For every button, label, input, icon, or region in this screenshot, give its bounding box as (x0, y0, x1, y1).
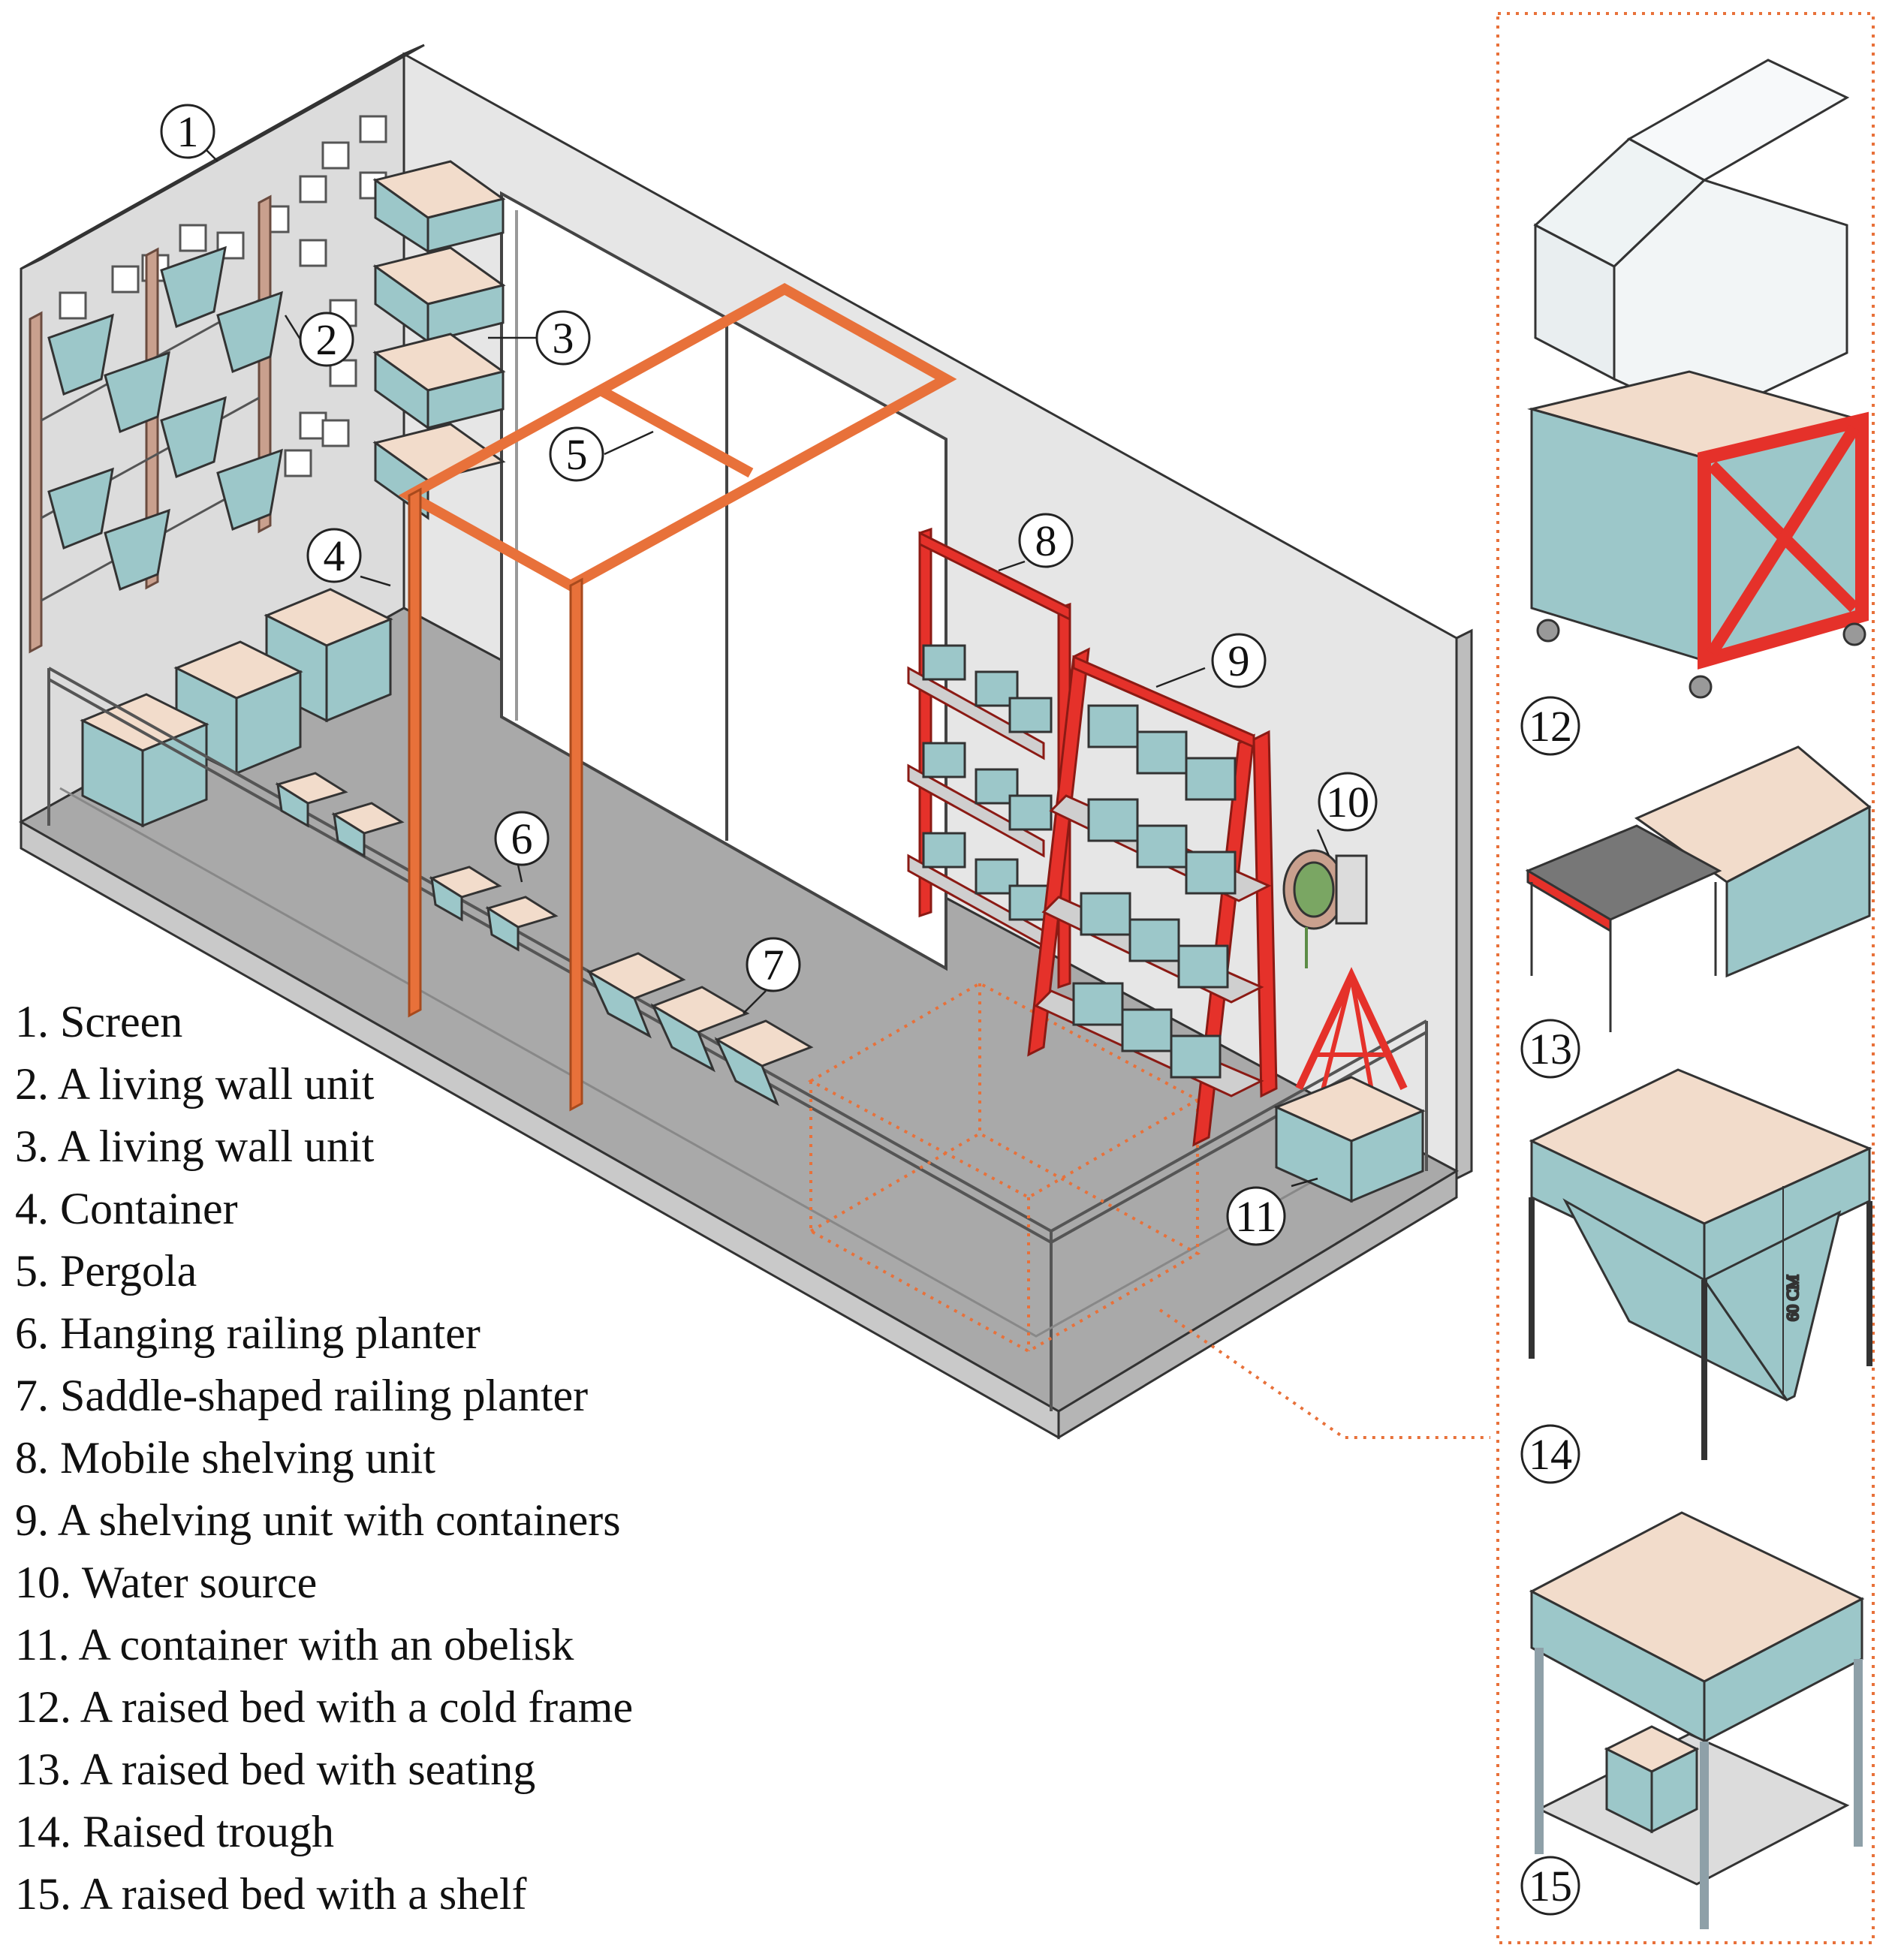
marker-label: 12 (1529, 702, 1572, 751)
marker-label: 2 (316, 315, 338, 364)
marker-3: 3 (535, 310, 591, 366)
marker-8: 8 (1018, 513, 1074, 568)
legend-item: 11. A container with an obelisk (15, 1620, 574, 1669)
marker-15: 15 (1520, 1856, 1580, 1916)
seating-bed (1525, 745, 1872, 1032)
legend-item: 10. Water source (15, 1558, 318, 1607)
marker-label: 14 (1529, 1430, 1572, 1479)
marker-label: 15 (1529, 1862, 1572, 1910)
legend-list: 1. Screen 2. A living wall unit 3. A liv… (15, 991, 766, 1925)
marker-label: 5 (566, 430, 588, 479)
marker-5: 5 (549, 426, 604, 482)
marker-label: 8 (1035, 516, 1057, 565)
marker-label: 13 (1529, 1025, 1572, 1073)
marker-label: 4 (324, 531, 345, 580)
hose-reel-icon (1282, 849, 1368, 968)
marker-12: 12 (1520, 696, 1580, 756)
legend-item: 9. A shelving unit with containers (15, 1495, 621, 1545)
wall-top-edge (20, 44, 425, 270)
shelving-pots (1072, 704, 1237, 1079)
marker-label: 7 (763, 941, 785, 989)
marker-9: 9 (1211, 633, 1267, 688)
dotted-zoom-box (807, 981, 1490, 1439)
marker-7: 7 (746, 937, 801, 992)
marker-6: 6 (494, 811, 550, 866)
legend-item: 15. A raised bed with a shelf (15, 1869, 527, 1919)
marker-10: 10 (1318, 772, 1378, 832)
marker-label: 3 (553, 314, 574, 363)
marker-label: 6 (511, 814, 533, 863)
legend-item: 12. A raised bed with a cold frame (15, 1682, 634, 1732)
leader-lines (206, 149, 1330, 1188)
mobile-shelf-pots (922, 644, 1053, 921)
floor-right-slab (1057, 1169, 1458, 1440)
right-wall-edge (1455, 628, 1473, 1181)
legend-item: 2. A living wall unit (15, 1059, 375, 1109)
marker-2: 2 (299, 312, 354, 367)
legend-item: 7. Saddle-shaped railing planter (15, 1371, 589, 1420)
legend-item: 8. Mobile shelving unit (15, 1433, 435, 1483)
legend-item: 6. Hanging railing planter (15, 1308, 481, 1358)
marker-label: 1 (177, 107, 199, 156)
raised-trough: 60 CM (1529, 1068, 1872, 1460)
legend-item: 1. Screen (15, 997, 183, 1046)
legend-item: 4. Container (15, 1184, 238, 1233)
pergola (398, 282, 957, 1112)
marker-4: 4 (306, 528, 362, 583)
legend-item: 14. Raised trough (15, 1807, 334, 1856)
shelf-bed (1529, 1511, 1865, 1929)
marker-label: 9 (1228, 637, 1250, 685)
obelisk-container (1273, 967, 1426, 1203)
cold-frame-bed (1527, 59, 1869, 699)
legend-item: 13. A raised bed with seating (15, 1745, 536, 1794)
legend-item: 5. Pergola (15, 1246, 197, 1296)
dimension-label: 60 CM (1783, 1275, 1802, 1321)
marker-label: 10 (1326, 778, 1369, 826)
saddle-planters (586, 952, 814, 1106)
marker-1: 1 (160, 104, 215, 159)
marker-14: 14 (1520, 1424, 1580, 1484)
living-wall-planters (47, 245, 283, 592)
marker-label: 11 (1235, 1192, 1277, 1241)
floor-containers (80, 588, 393, 828)
marker-13: 13 (1520, 1019, 1580, 1079)
hanging-planters (275, 772, 559, 952)
legend-item: 3. A living wall unit (15, 1122, 375, 1171)
marker-11: 11 (1226, 1186, 1286, 1246)
